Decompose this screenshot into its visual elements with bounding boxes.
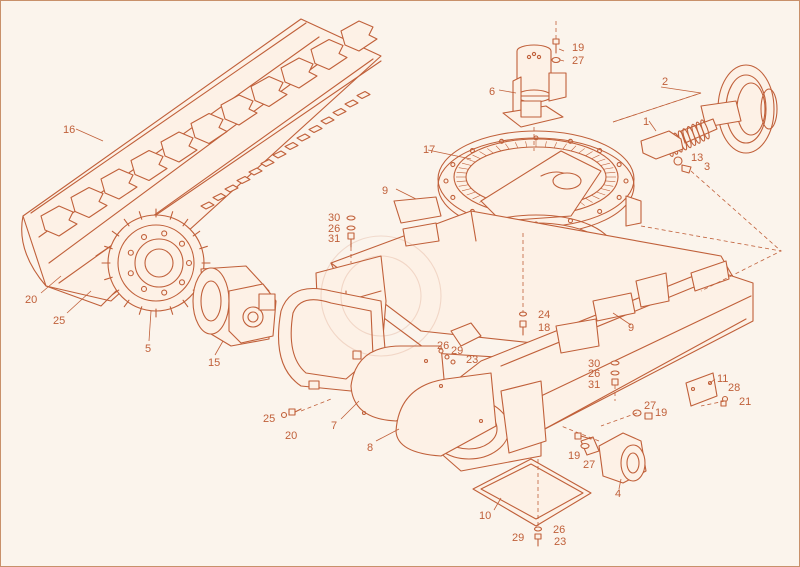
callout-29-mid: 29 [451,345,463,357]
track-link [200,201,215,210]
callout-9-right: 9 [628,322,634,334]
callout-23-mid: 23 [466,354,478,366]
callout-21: 21 [739,396,751,408]
callout-27-right: 27 [644,400,656,412]
callout-20-bolt: 20 [285,430,297,442]
swing-bearing [437,130,642,235]
callout-10: 10 [479,510,491,522]
callout-9-left: 9 [382,185,388,197]
track-link [308,124,323,134]
callout-17: 17 [423,144,435,156]
track-link [356,90,371,100]
callout-19-roller: 19 [568,450,580,462]
swing-motor [502,44,567,128]
callout-26-right: 26 [588,368,600,380]
callout-27-roller: 27 [583,459,595,471]
track-link [272,150,287,159]
guard-plate-8 [395,372,497,457]
callout-25-track: 25 [53,315,65,327]
callout-23-bottom: 23 [554,536,566,548]
track-link [296,133,311,142]
track-shoe [310,38,348,71]
grease-nipple [673,156,692,174]
travel-motor [192,265,277,347]
callout-19-right: 19 [655,407,667,419]
callout-6: 6 [489,86,495,98]
track-shoe [40,205,78,237]
callout-18: 18 [538,322,550,334]
sprocket [101,208,211,318]
track-shoe [70,186,108,219]
callout-26-left: 26 [328,223,340,235]
track-link [320,116,335,125]
callout-25-bolt: 25 [263,413,275,425]
callout-5: 5 [145,343,151,355]
callout-28: 28 [728,382,740,394]
callout-4: 4 [615,488,621,500]
callout-11: 11 [717,373,728,385]
callout-13: 13 [691,152,703,164]
callout-26-mid: 26 [437,340,449,352]
carrier-roller [580,432,647,484]
callout-30-left: 30 [328,212,340,224]
track-link [224,184,239,193]
track-link [284,141,299,151]
track-link [212,192,227,202]
callout-27-top: 27 [572,55,584,67]
track-shoe [280,57,318,89]
callout-26-bottom: 26 [553,524,565,536]
recoil-spring [640,118,718,160]
track-link [260,158,275,168]
track-shoe [220,94,258,126]
track-link [236,175,251,185]
access-cover [685,372,718,407]
track-shoe [250,75,288,108]
leader-lines [40,48,716,511]
callout-1: 1 [643,116,649,128]
callout-7: 7 [331,420,337,432]
front-idler [700,64,778,154]
track-link [248,167,263,176]
track-shoe [160,131,198,163]
track-shoe [190,112,228,145]
callout-31-right: 31 [588,379,600,391]
track-link [332,107,347,117]
callout-labels: 1 2 3 4 5 6 7 8 9 9 10 11 13 15 16 17 18… [25,42,751,548]
track-pin-row [200,90,371,210]
callout-16: 16 [63,124,75,136]
callout-8: 8 [367,442,373,454]
watermark-seal [320,235,442,357]
track-shoe [130,149,168,182]
under-cover-plate [472,458,592,527]
callout-31-left: 31 [328,233,340,245]
callout-30-right: 30 [588,358,600,370]
callout-29-bottom: 29 [512,532,524,544]
track-shoe [100,168,138,200]
track-shoe [340,20,378,52]
callout-20-track: 20 [25,294,37,306]
callout-2: 2 [662,76,668,88]
hardware-bolts [280,215,729,547]
callout-19-top: 19 [572,42,584,54]
callout-15: 15 [208,357,220,369]
track-link [344,99,359,108]
callout-3: 3 [704,161,710,173]
swing-motor-bolt [551,38,561,64]
callout-24: 24 [538,309,550,321]
